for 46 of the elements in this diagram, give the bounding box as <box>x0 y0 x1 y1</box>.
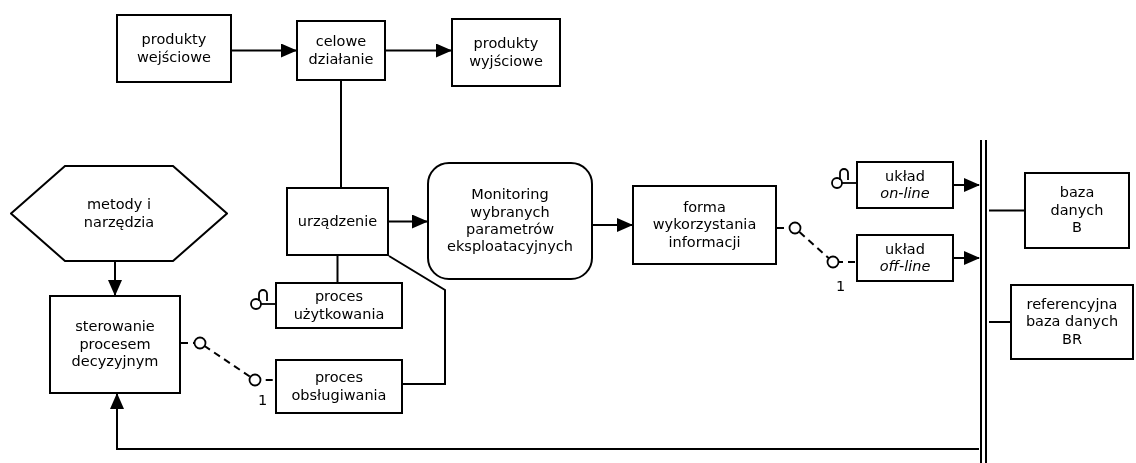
arrow <box>592 218 633 232</box>
box-label: baza danych B <box>1049 184 1105 237</box>
arrow <box>388 214 428 229</box>
process-box <box>451 18 561 87</box>
process-box <box>632 185 777 265</box>
box-label: metody i narzędzia <box>83 196 155 231</box>
box-label: celowe działanie <box>307 33 375 68</box>
rounded-process-box <box>427 162 593 280</box>
connector-line <box>340 80 342 188</box>
arrow <box>110 393 980 450</box>
process-box <box>1024 172 1130 249</box>
connector-line <box>388 255 446 385</box>
box-label: forma wykorzystania informacji <box>651 198 758 252</box>
process-box <box>286 187 389 256</box>
position-number: 1 <box>836 278 846 294</box>
box-label: urządzenie <box>297 212 378 231</box>
bus-bar <box>979 140 989 463</box>
arrow <box>385 43 452 58</box>
connector-line <box>988 209 1025 212</box>
position-number: 1 <box>258 392 268 408</box>
process-box <box>275 359 403 414</box>
process-box <box>1010 284 1134 360</box>
process-box <box>296 20 386 81</box>
connector-line <box>336 255 339 283</box>
process-box <box>856 234 954 282</box>
process-box <box>116 14 232 83</box>
process-box <box>49 295 181 394</box>
process-box <box>856 161 954 209</box>
arrow <box>953 178 980 192</box>
box-label: proces obsługiwania <box>290 369 388 404</box>
switch-connector <box>776 227 857 263</box>
box-label: proces użytkowania <box>292 288 386 323</box>
box-label: produkty wejściowe <box>136 31 212 66</box>
arrow <box>108 261 122 296</box>
box-label: referencyjna baza danych BR <box>1024 295 1120 349</box>
box-label: Monitoring wybranych parametrów eksploatacyjnych <box>446 186 574 256</box>
box-label: sterowanie procesem decyzyjnym <box>70 318 160 371</box>
arrow <box>953 251 980 265</box>
switch-connector <box>180 342 276 381</box>
connector-line <box>988 321 1011 323</box>
arrow <box>231 43 297 58</box>
box-label: układ off-line <box>878 240 932 276</box>
box-label: produkty wyjściowe <box>468 35 544 70</box>
hexagon-shape <box>10 165 228 262</box>
process-box <box>275 282 403 329</box>
box-label: układ on-line <box>879 167 931 203</box>
